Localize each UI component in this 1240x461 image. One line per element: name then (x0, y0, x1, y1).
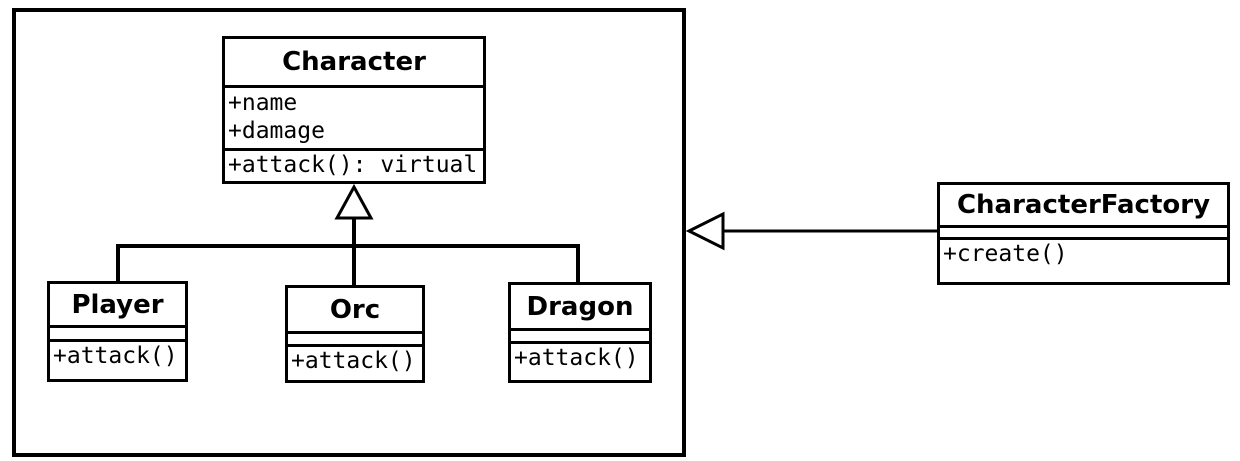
class-methods-player: +attack() (50, 342, 185, 379)
class-attributes-dragon (511, 331, 649, 344)
class-title-character-factory: CharacterFactory (940, 185, 1227, 228)
class-title-orc: Orc (288, 288, 422, 334)
method-attack: +attack() (514, 345, 639, 371)
class-attributes-character: +name +damage (225, 88, 483, 151)
group-boundary-box (12, 8, 686, 457)
class-methods-character-factory: +create() (940, 240, 1227, 282)
method-attack: +attack() (53, 343, 178, 369)
class-methods-character: +attack(): virtual (225, 151, 483, 181)
class-attributes-player (50, 328, 185, 342)
class-box-player: Player +attack() (47, 281, 188, 382)
method-attack: +attack() (291, 348, 416, 374)
class-methods-dragon: +attack() (511, 344, 649, 380)
class-attributes-character-factory (940, 228, 1227, 240)
attribute-damage: +damage (228, 118, 325, 144)
factory-hollow-triangle-icon (685, 211, 725, 251)
class-box-character: Character +name +damage +attack(): virtu… (222, 36, 486, 184)
class-title-dragon: Dragon (511, 285, 649, 331)
class-box-dragon: Dragon +attack() (508, 282, 652, 383)
class-title-character: Character (225, 39, 483, 88)
method-attack-virtual: +attack(): virtual (228, 152, 478, 178)
method-create: +create() (943, 241, 1068, 267)
class-title-player: Player (50, 284, 185, 328)
attribute-name: +name (228, 90, 298, 116)
class-methods-orc: +attack() (288, 347, 422, 380)
class-box-character-factory: CharacterFactory +create() (937, 182, 1230, 285)
class-attributes-orc (288, 334, 422, 347)
class-box-orc: Orc +attack() (285, 285, 425, 383)
